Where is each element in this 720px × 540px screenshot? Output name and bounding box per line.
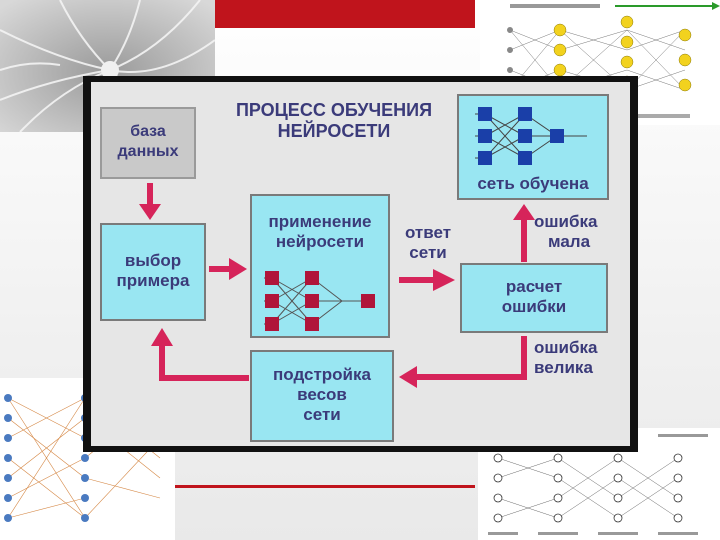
database-label-line2: данных	[117, 143, 179, 160]
diagram-title: ПРОЦЕСС ОБУЧЕНИЯ НЕЙРОСЕТИ	[219, 100, 449, 142]
network-icon-trained	[475, 107, 587, 165]
select-example-line1: выбор	[124, 251, 182, 270]
learning-process-diagram: ПРОЦЕСС ОБУЧЕНИЯ НЕЙРОСЕТИ база данных в…	[91, 82, 630, 446]
select-example-line2: примера	[116, 271, 190, 290]
network-answer-line2: сети	[409, 243, 447, 262]
arrow-answer-to-error	[399, 277, 435, 283]
error-small-line1: ошибка	[534, 212, 598, 231]
arrow-adjust-to-select-up	[159, 344, 165, 381]
header-accent-bar	[215, 0, 475, 28]
weight-adjust-line1: подстройка	[273, 365, 371, 384]
diagram-title-line2: НЕЙРОСЕТИ	[277, 121, 391, 141]
error-small-line2: мала	[548, 232, 591, 251]
footer-accent-line	[175, 485, 475, 488]
network-answer-line1: ответ	[404, 223, 452, 242]
arrow-error-to-adjust-down	[521, 336, 527, 380]
network-trained-box: сеть обучена	[457, 94, 609, 200]
network-trained-label: сеть обучена	[477, 174, 589, 193]
error-large-label: ошибка велика	[534, 338, 624, 378]
diagram-title-line1: ПРОЦЕСС ОБУЧЕНИЯ	[235, 100, 433, 120]
error-calc-line2: ошибки	[501, 297, 567, 316]
database-box: база данных	[100, 107, 196, 179]
arrow-select-to-apply	[209, 266, 231, 272]
apply-network-line2: нейросети	[275, 232, 365, 251]
select-example-box: выбор примера	[100, 223, 206, 321]
flow-arrows	[139, 183, 535, 388]
weight-adjust-box: подстройка весов сети	[250, 350, 394, 442]
error-calc-box: расчет ошибки	[460, 263, 608, 333]
error-large-line2: велика	[534, 358, 593, 377]
error-calc-line1: расчет	[505, 277, 563, 296]
weight-adjust-line2: весов	[297, 385, 347, 404]
apply-network-box: применение нейросети	[250, 194, 390, 338]
arrow-error-to-trained	[521, 218, 527, 262]
error-large-line1: ошибка	[534, 338, 598, 357]
apply-network-line1: применение	[268, 212, 372, 231]
arrow-adjust-to-select-left	[159, 375, 249, 381]
database-label-line1: база	[130, 123, 166, 140]
error-small-label: ошибка мала	[534, 212, 624, 252]
weight-adjust-line3: сети	[303, 405, 341, 424]
arrow-error-to-adjust-left	[416, 374, 527, 380]
network-answer-label: ответ сети	[397, 223, 459, 263]
arrow-database-to-select	[147, 183, 153, 207]
network-icon-apply	[264, 271, 375, 331]
